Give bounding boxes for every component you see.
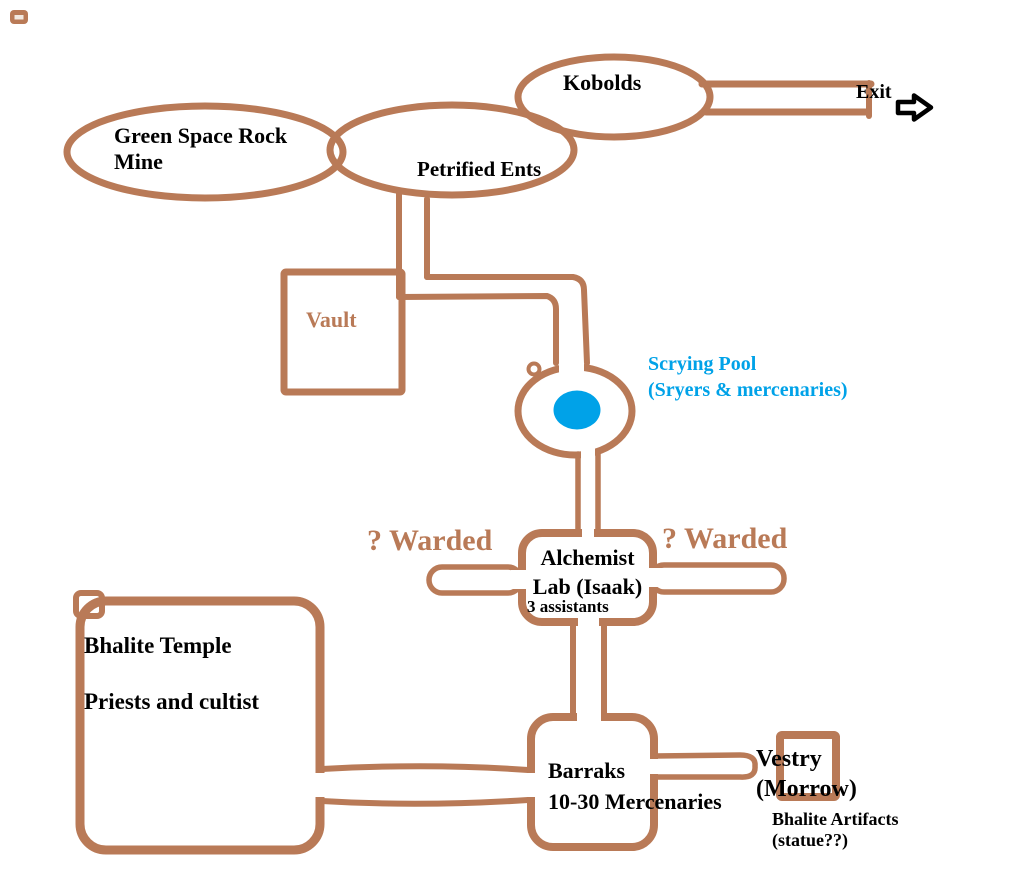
green-mine-label-line2: Mine bbox=[114, 149, 163, 174]
exit-arrow-icon bbox=[895, 93, 934, 122]
barracks-vestry-corridor bbox=[651, 752, 758, 780]
alchemist-lab-label: Alchemist Lab (Isaak) bbox=[522, 543, 653, 601]
warded-right-label: ? Warded bbox=[662, 522, 788, 555]
vestry-label-line1: Vestry bbox=[756, 746, 822, 772]
barracks-left-opening bbox=[526, 773, 537, 797]
scrying-pool-label-line2: (Sryers & mercenaries) bbox=[648, 379, 848, 401]
bhalite-temple-room bbox=[75, 596, 325, 855]
vestry-room bbox=[776, 731, 840, 801]
bhalite-temple-label: Bhalite Temple bbox=[84, 633, 232, 658]
scrying-pool-label: Scrying Pool (Sryers & mercenaries) bbox=[648, 351, 848, 403]
alchemist-lab-label-line2: Lab (Isaak) bbox=[532, 574, 643, 599]
corridors-layer bbox=[319, 80, 875, 807]
barracks-label: Barraks 10-30 Mercenaries bbox=[548, 755, 722, 817]
vestry-label-line2: (Morrow) bbox=[756, 776, 857, 802]
petrified-ents-cave bbox=[326, 101, 578, 199]
temple-barracks-corridor-top-wall bbox=[319, 763, 531, 773]
scrying-pool-water bbox=[553, 390, 601, 430]
barracks-label-line2: 10-30 Mercenaries bbox=[548, 789, 722, 814]
bhalite-artifacts-label-line2: (statue??) bbox=[772, 830, 848, 850]
warded-passage-left bbox=[426, 564, 524, 596]
exit-arrow-shape bbox=[895, 93, 934, 122]
minimize-icon bbox=[10, 10, 28, 24]
green-mine-cave bbox=[63, 102, 347, 202]
barracks-top-opening bbox=[577, 712, 601, 724]
lab-right-opening bbox=[646, 568, 662, 587]
vestry-label: Vestry (Morrow) bbox=[756, 744, 857, 804]
kobolds-label: Kobolds bbox=[563, 70, 642, 95]
warded-passage-right bbox=[648, 562, 787, 595]
temple-corner-square bbox=[73, 590, 105, 619]
alchemist-lab-label-line1: Alchemist bbox=[540, 545, 635, 570]
priests-cultist-label: Priests and cultist bbox=[84, 689, 260, 714]
temple-right-opening bbox=[314, 773, 327, 797]
lab-left-opening bbox=[511, 570, 529, 589]
kobolds-cave bbox=[514, 53, 714, 141]
lab-assistants-label: 3 assistants bbox=[527, 597, 609, 616]
bhalite-artifacts-label-line1: Bhalite Artifacts bbox=[772, 809, 899, 829]
pool-bottom-opening bbox=[581, 447, 595, 459]
scrying-pool-label-line1: Scrying Pool bbox=[648, 353, 757, 375]
doorway-openings bbox=[314, 361, 662, 797]
lab-bottom-opening bbox=[578, 616, 599, 627]
green-mine-label-line1: Green Space Rock bbox=[114, 123, 288, 148]
pool-corridor-top-wall bbox=[424, 274, 590, 366]
temple-barracks-corridor-bottom-wall bbox=[319, 797, 531, 807]
vault-label: Vault bbox=[306, 307, 357, 332]
warded-left-label: ? Warded bbox=[367, 524, 493, 557]
vault-room bbox=[280, 268, 406, 396]
pool-top-opening bbox=[559, 361, 584, 373]
lab-top-opening bbox=[582, 527, 594, 539]
petrified-ents-label: Petrified Ents bbox=[417, 157, 542, 181]
pool-corridor-bottom-wall bbox=[396, 292, 559, 366]
exit-label: Exit bbox=[856, 81, 892, 103]
barracks-right-opening bbox=[648, 759, 660, 774]
green-mine-label: Green Space Rock Mine bbox=[114, 123, 287, 175]
barracks-label-line1: Barraks bbox=[548, 758, 625, 783]
minimize-icon-dash bbox=[14, 15, 24, 20]
pool-knob bbox=[526, 361, 542, 377]
bhalite-artifacts-label: Bhalite Artifacts (statue??) bbox=[772, 809, 898, 851]
